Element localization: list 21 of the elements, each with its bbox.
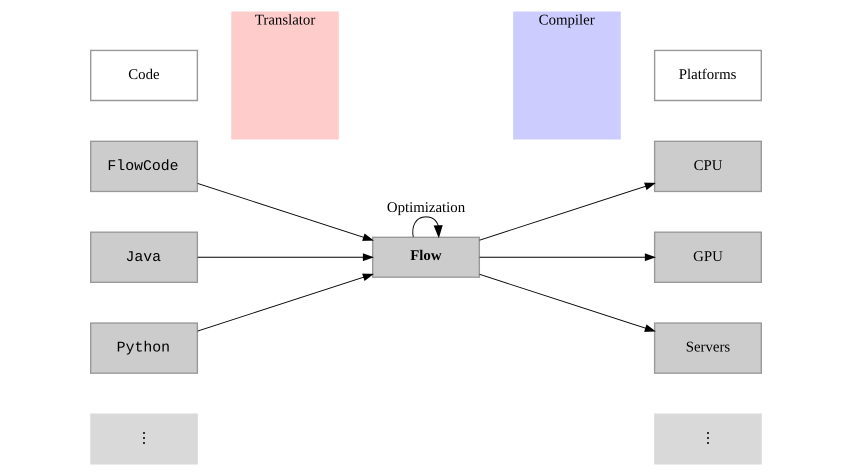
arrow [479,253,656,262]
node-box: ⋮ [90,414,198,465]
arrow [197,182,374,241]
node-box: Java [90,232,198,283]
node-box: Translator [231,11,339,140]
node-box: ⋮ [654,414,762,465]
arrow [412,216,443,238]
arrow [479,182,656,241]
node-box: CPU [654,140,762,192]
node-box: Servers [654,322,762,374]
node-box: GPU [654,232,762,283]
arrow [197,253,374,262]
arrow [197,274,374,332]
node-box: Code [90,50,198,102]
edge-label: Optimization [386,200,466,216]
node-box: Compiler [513,11,621,140]
node-box: Python [90,322,198,374]
arrow [479,274,656,332]
node-box: Flow [372,236,480,278]
node-box: FlowCode [90,140,198,192]
node-box: Platforms [654,50,762,102]
